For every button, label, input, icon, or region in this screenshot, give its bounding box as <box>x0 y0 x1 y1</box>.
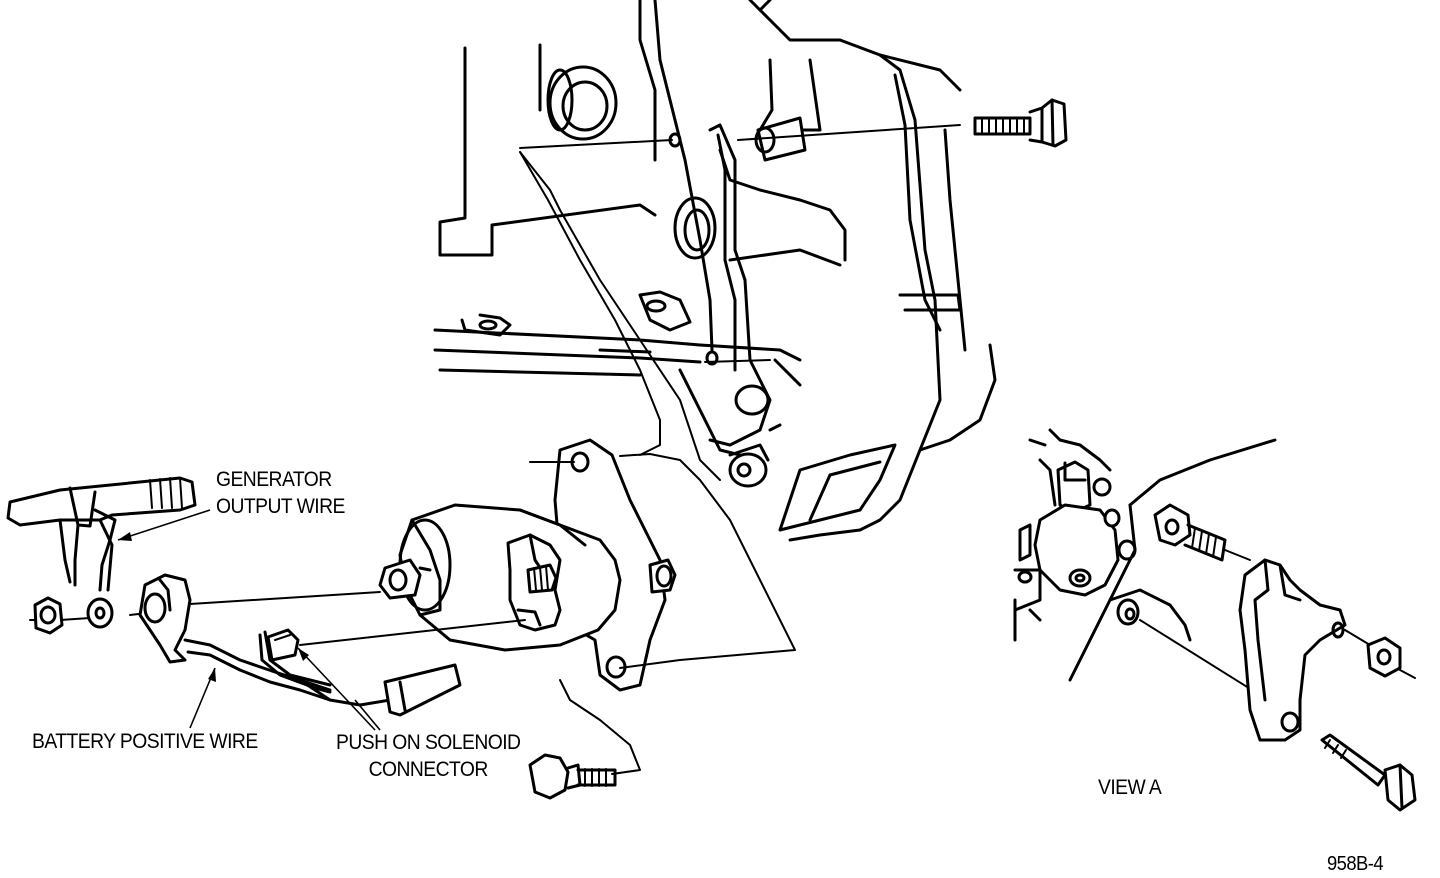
generator-output-wire-label: GENERATOR OUTPUT WIRE <box>216 466 345 520</box>
alignment-lines <box>29 124 961 775</box>
push-on-solenoid-connector-label-line2: CONNECTOR <box>368 758 489 781</box>
battery-positive-wire-label: BATTERY POSITIVE WIRE <box>32 730 258 753</box>
view-a-label: VIEW A <box>1098 776 1162 799</box>
figure-id-label: 958B-4 <box>1327 853 1384 875</box>
battery-positive-wire-harness <box>138 573 462 717</box>
upper-mounting-bolt <box>973 98 1068 148</box>
lower-mounting-bolt <box>528 753 617 800</box>
starter-motor <box>378 438 677 692</box>
generator-output-wire-harness <box>6 476 197 635</box>
transmission-housing <box>433 0 997 542</box>
generator-output-wire-label-line2: OUTPUT WIRE <box>216 495 345 518</box>
push-on-solenoid-connector-label: PUSH ON SOLENOID CONNECTOR <box>336 729 521 783</box>
push-on-solenoid-connector-label-line1: PUSH ON SOLENOID <box>336 731 521 754</box>
generator-output-wire-label-line1: GENERATOR <box>216 468 332 491</box>
label-leader-lines <box>117 509 381 731</box>
view-a-inset <box>1013 428 1417 812</box>
